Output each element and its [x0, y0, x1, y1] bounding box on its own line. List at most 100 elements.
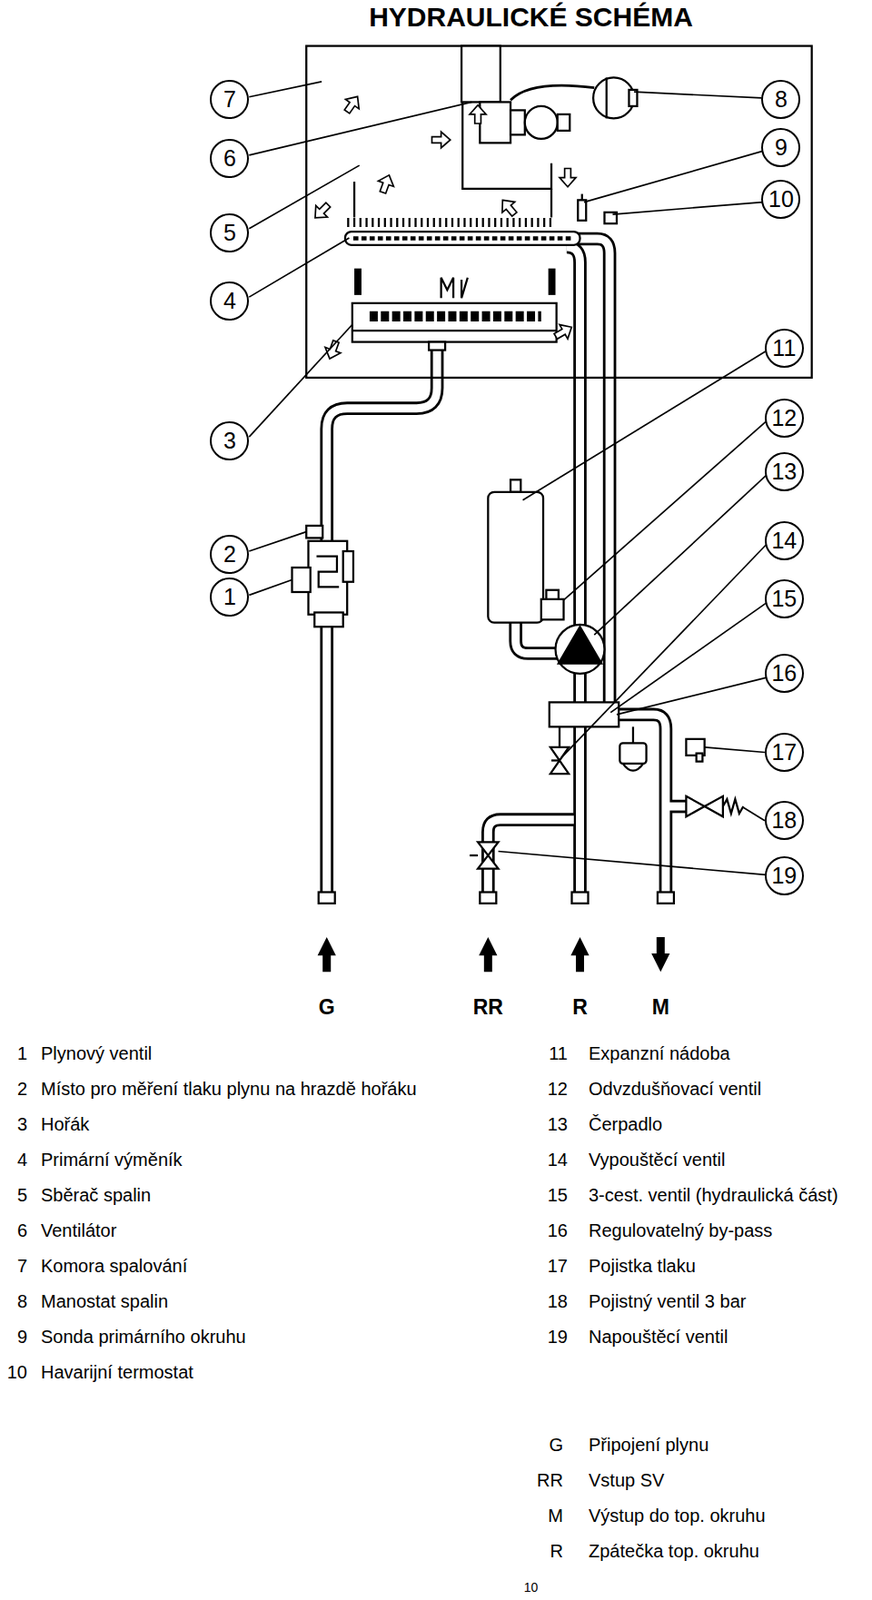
callout-circle: 16 — [764, 654, 804, 694]
pipe — [327, 238, 687, 899]
gas-valve — [314, 612, 343, 627]
gas-valve — [306, 525, 323, 538]
callout-circle: 15 — [764, 579, 804, 619]
gas-valve — [291, 525, 353, 627]
gas-valve — [316, 556, 339, 588]
pipe-fitting — [572, 891, 589, 903]
leader-line — [248, 580, 292, 596]
callout-circle: 7 — [209, 79, 249, 119]
three-way-valve — [551, 759, 560, 762]
key-letter: RR — [536, 1469, 564, 1492]
callout-circle: 1 — [209, 577, 249, 617]
expansion-vessel — [510, 479, 521, 492]
connection-arrow — [651, 937, 670, 972]
leader-line — [248, 101, 472, 155]
key-text: Vstup SV — [588, 1469, 664, 1492]
burner — [428, 342, 446, 351]
legend-text: Pojistka tlaku — [588, 1255, 696, 1278]
burner — [352, 329, 557, 332]
flue-arrow — [432, 131, 451, 149]
pressure-switch — [632, 726, 635, 744]
legend-number: 7 — [17, 1255, 28, 1278]
legend-number: 1 — [17, 1042, 28, 1065]
leader-line — [743, 807, 765, 822]
legend-text: Napouštěcí ventil — [588, 1326, 728, 1348]
leader-line — [594, 475, 766, 635]
connection-arrow — [570, 937, 589, 972]
legend-text: Expanzní nádoba — [588, 1042, 731, 1065]
gas-valve — [307, 541, 347, 615]
burner — [441, 277, 468, 298]
pipe — [573, 726, 587, 899]
callout-number: 12 — [771, 406, 797, 430]
pipe — [573, 672, 587, 704]
legend-number: 15 — [547, 1184, 568, 1207]
page-number: 10 — [524, 1580, 539, 1596]
legend-number: 14 — [547, 1149, 568, 1171]
diagram-title: HYDRAULICKÉ SCHÉMA — [368, 0, 694, 34]
callout-number: 5 — [223, 221, 237, 245]
callout-circle: 5 — [209, 213, 249, 253]
combustion-chamber — [306, 46, 812, 378]
callout-circle: 11 — [764, 328, 804, 368]
pipe — [515, 623, 558, 654]
callout-number: 7 — [223, 88, 237, 111]
pressure-switch — [623, 763, 644, 772]
callout-number: 3 — [223, 429, 237, 453]
callout-number: 8 — [774, 88, 788, 111]
leader-line — [248, 532, 307, 552]
callout-number: 14 — [771, 529, 797, 553]
callout-circle: 19 — [764, 856, 804, 896]
callout-number: 19 — [771, 864, 797, 888]
callout-number: 15 — [771, 587, 797, 611]
heat-exchanger — [345, 231, 581, 246]
leader-line — [248, 324, 353, 437]
legend-text: Primární výměník — [40, 1149, 183, 1171]
callout-circle: 3 — [209, 421, 249, 461]
heat-exchanger — [345, 222, 581, 246]
expansion-vessel — [487, 479, 544, 623]
leader-line — [704, 747, 765, 754]
callout-circle: 14 — [764, 521, 804, 561]
key-text: Zpátečka top. okruhu — [588, 1540, 760, 1563]
key-letter: M — [547, 1505, 564, 1527]
leader-line — [616, 677, 766, 714]
callout-circle: 12 — [764, 398, 804, 438]
key-letter: G — [548, 1434, 564, 1457]
callout-number: 1 — [223, 585, 237, 609]
legend-number: 9 — [17, 1326, 28, 1348]
leader-line — [248, 165, 359, 229]
legend-text: Plynový ventil — [40, 1042, 152, 1065]
pressure-switch — [696, 753, 704, 763]
sensor — [577, 199, 586, 220]
legend-number: 8 — [17, 1290, 28, 1313]
connection-letter: R — [572, 995, 588, 1021]
legend-text: Místo pro měření tlaku plynu na hrazdě h… — [40, 1078, 417, 1100]
fan-hood — [461, 46, 595, 189]
fan-hood — [510, 85, 595, 100]
leader-line — [248, 81, 766, 875]
fill-valve — [469, 854, 478, 857]
heat-exchanger — [353, 236, 575, 240]
safety-valve — [723, 799, 744, 814]
callout-number: 9 — [774, 136, 788, 159]
connection-letter: G — [318, 995, 336, 1021]
key-text: Výstup do top. okruhu — [588, 1505, 766, 1527]
leader-line — [634, 91, 763, 99]
safety-valve — [685, 796, 704, 817]
legend-number: 12 — [547, 1078, 568, 1100]
legend-text: Vypouštěcí ventil — [588, 1149, 725, 1171]
flue-collector — [550, 188, 553, 218]
pipe-fitting — [479, 891, 496, 903]
key-letter: R — [550, 1540, 564, 1563]
pipe-inner — [575, 726, 585, 899]
callout-circle: 13 — [764, 452, 804, 492]
legend-text: 3-cest. ventil (hydraulická část) — [588, 1184, 839, 1207]
leader-line — [612, 202, 763, 215]
legend-text: Havarijní termostat — [40, 1361, 194, 1384]
flue-arrow — [559, 168, 576, 187]
pipe-inner — [487, 820, 574, 900]
fan-hood — [479, 101, 511, 143]
legend-text: Sběrač spalin — [40, 1184, 151, 1207]
flue-arrow — [469, 105, 486, 124]
